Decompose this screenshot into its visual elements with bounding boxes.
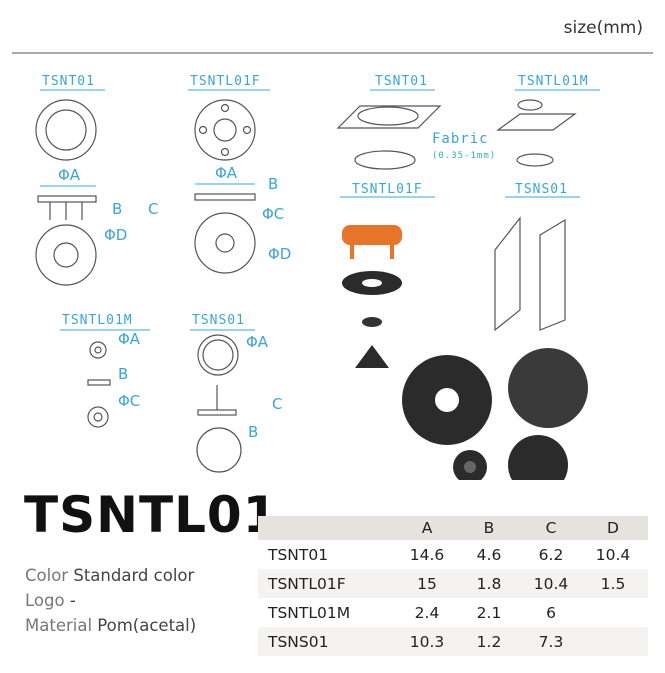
cell: 1.5 [600, 574, 626, 593]
assembly-label-tsns01: TSNS01 [515, 182, 568, 197]
cell: TSNT01 [268, 545, 329, 564]
table-row: TSNS01 10.3 1.2 7.3 [258, 627, 648, 656]
dim-c: ΦC [262, 205, 285, 223]
cell: 1.8 [476, 574, 502, 593]
tsntl01f-side-view [194, 193, 256, 201]
black-cap-photo [508, 348, 588, 428]
table-row: TSNTL01F 15 1.8 10.4 1.5 [258, 569, 648, 598]
tsnt01-top-view [35, 99, 97, 161]
header-cell: C [545, 519, 557, 537]
dimensions-table: A B C D TSNT01 14.6 4.6 6.2 10.4 TSNTL01F 15 1… [258, 516, 648, 656]
cell: 10.4 [595, 545, 631, 564]
dim-b: B [268, 175, 279, 193]
header-cell: B [483, 519, 495, 537]
label-tsns01: TSNS01 [192, 313, 245, 328]
spec-color: Color Standard color [25, 566, 194, 585]
dim-c: C [148, 200, 159, 218]
cell: 6.2 [538, 545, 564, 564]
black-socket-photo [508, 435, 568, 480]
spec-label: Material [25, 616, 93, 635]
cell: 6 [546, 603, 556, 622]
cell: 2.4 [414, 603, 440, 622]
cell: 4.6 [476, 545, 502, 564]
table-header: A B C D [258, 516, 648, 540]
divider [12, 52, 653, 54]
label-tsntl01f: TSNTL01F [190, 74, 261, 89]
cell: 14.6 [409, 545, 445, 564]
header-cell: A [421, 519, 433, 537]
dim-a: ΦA [215, 164, 238, 182]
size-unit-label: size(mm) [563, 18, 643, 38]
dim-a: ΦA [58, 166, 81, 184]
assembly-label-fabric-range: (0.35-1mm) [432, 151, 497, 161]
spec-material: Material Pom(acetal) [25, 616, 196, 635]
dim-a: ΦA [246, 333, 269, 351]
dim-b: B [248, 423, 259, 441]
tsntl01f-top-view [194, 99, 256, 161]
cell: 2.1 [476, 603, 502, 622]
dim-c: ΦC [118, 392, 141, 410]
cell: 10.3 [409, 632, 445, 651]
header-cell: D [607, 519, 619, 537]
cell: 1.2 [476, 632, 502, 651]
spec-value: Pom(acetal) [97, 616, 197, 635]
assembly-label-tsnt01: TSNT01 [375, 74, 428, 89]
assembly-label-tsntl01m: TSNTL01M [518, 74, 589, 89]
tsnt01-side-view [37, 195, 97, 203]
tsntl01f-bottom-view [194, 212, 256, 274]
dim-d: ΦD [104, 226, 128, 244]
technical-drawings [35, 89, 600, 480]
cell: 10.4 [533, 574, 569, 593]
label-tsntl01m: TSNTL01M [62, 313, 133, 328]
label-tsnt01: TSNT01 [42, 74, 95, 89]
dim-d: ΦD [268, 245, 292, 263]
dim-b: B [118, 365, 129, 383]
table-row: TSNT01 14.6 4.6 6.2 10.4 [258, 540, 648, 569]
spec-value: Standard color [73, 566, 195, 585]
dim-b: B [112, 200, 123, 218]
orange-cap-photo [342, 225, 402, 245]
dim-a: ΦA [118, 330, 141, 348]
tsnt01-bottom-view [35, 224, 97, 286]
cell: 7.3 [538, 632, 564, 651]
spec-value: - [69, 591, 76, 610]
cell: TSNTL01M [268, 603, 351, 622]
spec-label: Logo [25, 591, 65, 610]
product-photos [342, 225, 588, 480]
assembly-label-fabric: Fabric [432, 131, 489, 147]
product-title: TSNTL01 [24, 486, 279, 544]
table-row: TSNTL01M 2.4 2.1 6 [258, 598, 648, 627]
cell: 15 [417, 574, 437, 593]
assembly-label-tsntl01f: TSNTL01F [352, 182, 423, 197]
dim-c: C [272, 395, 283, 413]
cell: TSNS01 [268, 632, 329, 651]
spec-logo: Logo - [25, 591, 76, 610]
spec-label: Color [25, 566, 69, 585]
cell: TSNTL01F [268, 574, 346, 593]
